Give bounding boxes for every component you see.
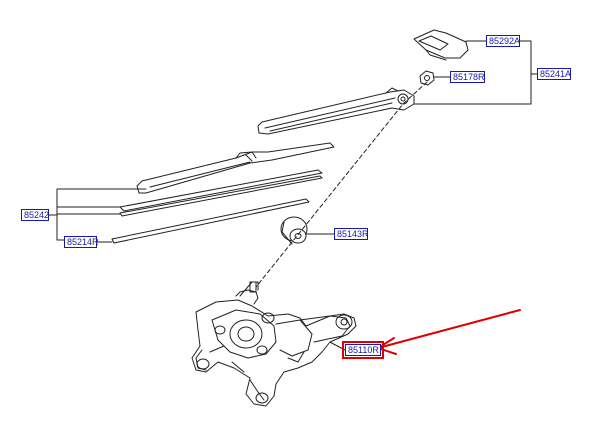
label-85143R[interactable]: 85143R — [334, 228, 369, 240]
label-85292A[interactable]: 85292A — [486, 35, 520, 47]
leader-lines — [48, 40, 538, 351]
label-85110R[interactable]: 85110R — [342, 341, 384, 359]
label-85241A[interactable]: 85241A — [537, 68, 571, 80]
red-arrow — [377, 309, 521, 355]
wiper-motor-drawing — [191, 281, 357, 407]
alignment-line — [255, 81, 428, 288]
wiper-arm-drawing — [257, 87, 415, 135]
nut-drawing — [419, 70, 435, 86]
label-85214R[interactable]: 85214R — [64, 236, 99, 248]
arm-cap-drawing — [413, 29, 469, 61]
label-85178R[interactable]: 85178R — [450, 71, 485, 83]
blade-refill-drawing — [111, 198, 310, 244]
label-85242[interactable]: 85242 — [21, 209, 49, 221]
wiper-blade-drawing — [136, 142, 335, 194]
blade-rubber-drawing — [119, 169, 323, 217]
